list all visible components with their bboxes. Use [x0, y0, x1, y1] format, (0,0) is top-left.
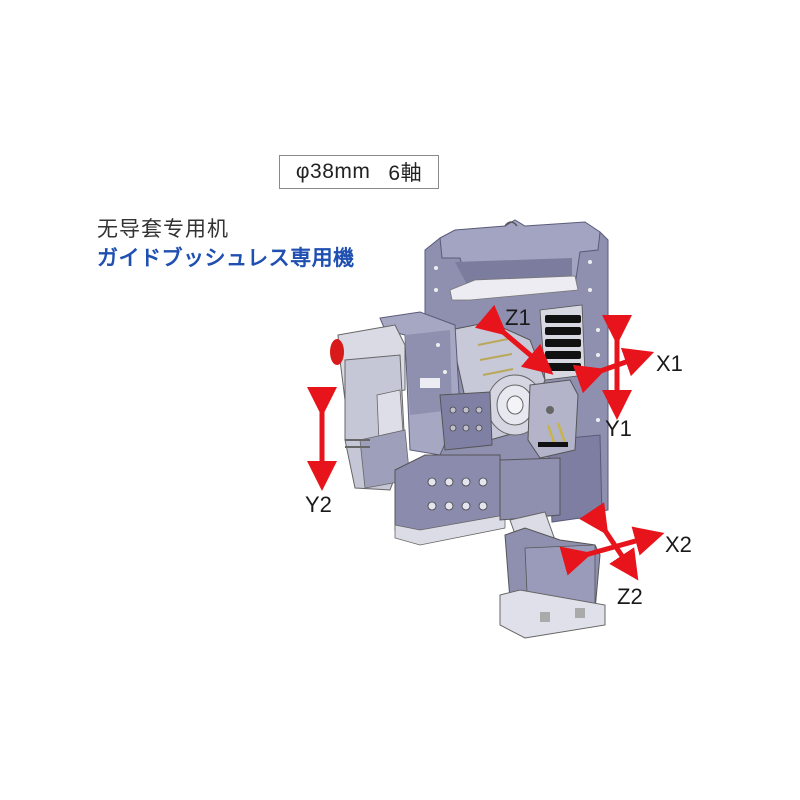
y1-tool-head	[527, 379, 579, 459]
motor-unit	[330, 324, 411, 491]
spec-axes: 6軸	[388, 162, 423, 185]
spec-box: φ38mm 6軸	[279, 155, 439, 189]
sub-spindle-unit	[499, 511, 606, 639]
z2-arrow	[579, 502, 639, 581]
spec-diameter: φ38mm	[295, 160, 371, 183]
z1-arrow	[474, 304, 554, 375]
middle-tool-block	[439, 391, 493, 451]
axis-label-z2: Z2	[617, 584, 643, 609]
title-chinese: 无导套专用机	[97, 217, 229, 241]
axis-label-y2: Y2	[305, 492, 332, 517]
axis-label-z1: Z1	[505, 305, 531, 330]
axis-label-x2: X2	[665, 532, 692, 557]
lower-gang-tool-block	[394, 454, 561, 546]
gang-tool-post	[539, 304, 586, 381]
title-japanese: ガイドブッシュレス専用機	[97, 246, 355, 270]
axis-label-y1: Y1	[605, 416, 632, 441]
axis-label-x1: X1	[656, 351, 683, 376]
